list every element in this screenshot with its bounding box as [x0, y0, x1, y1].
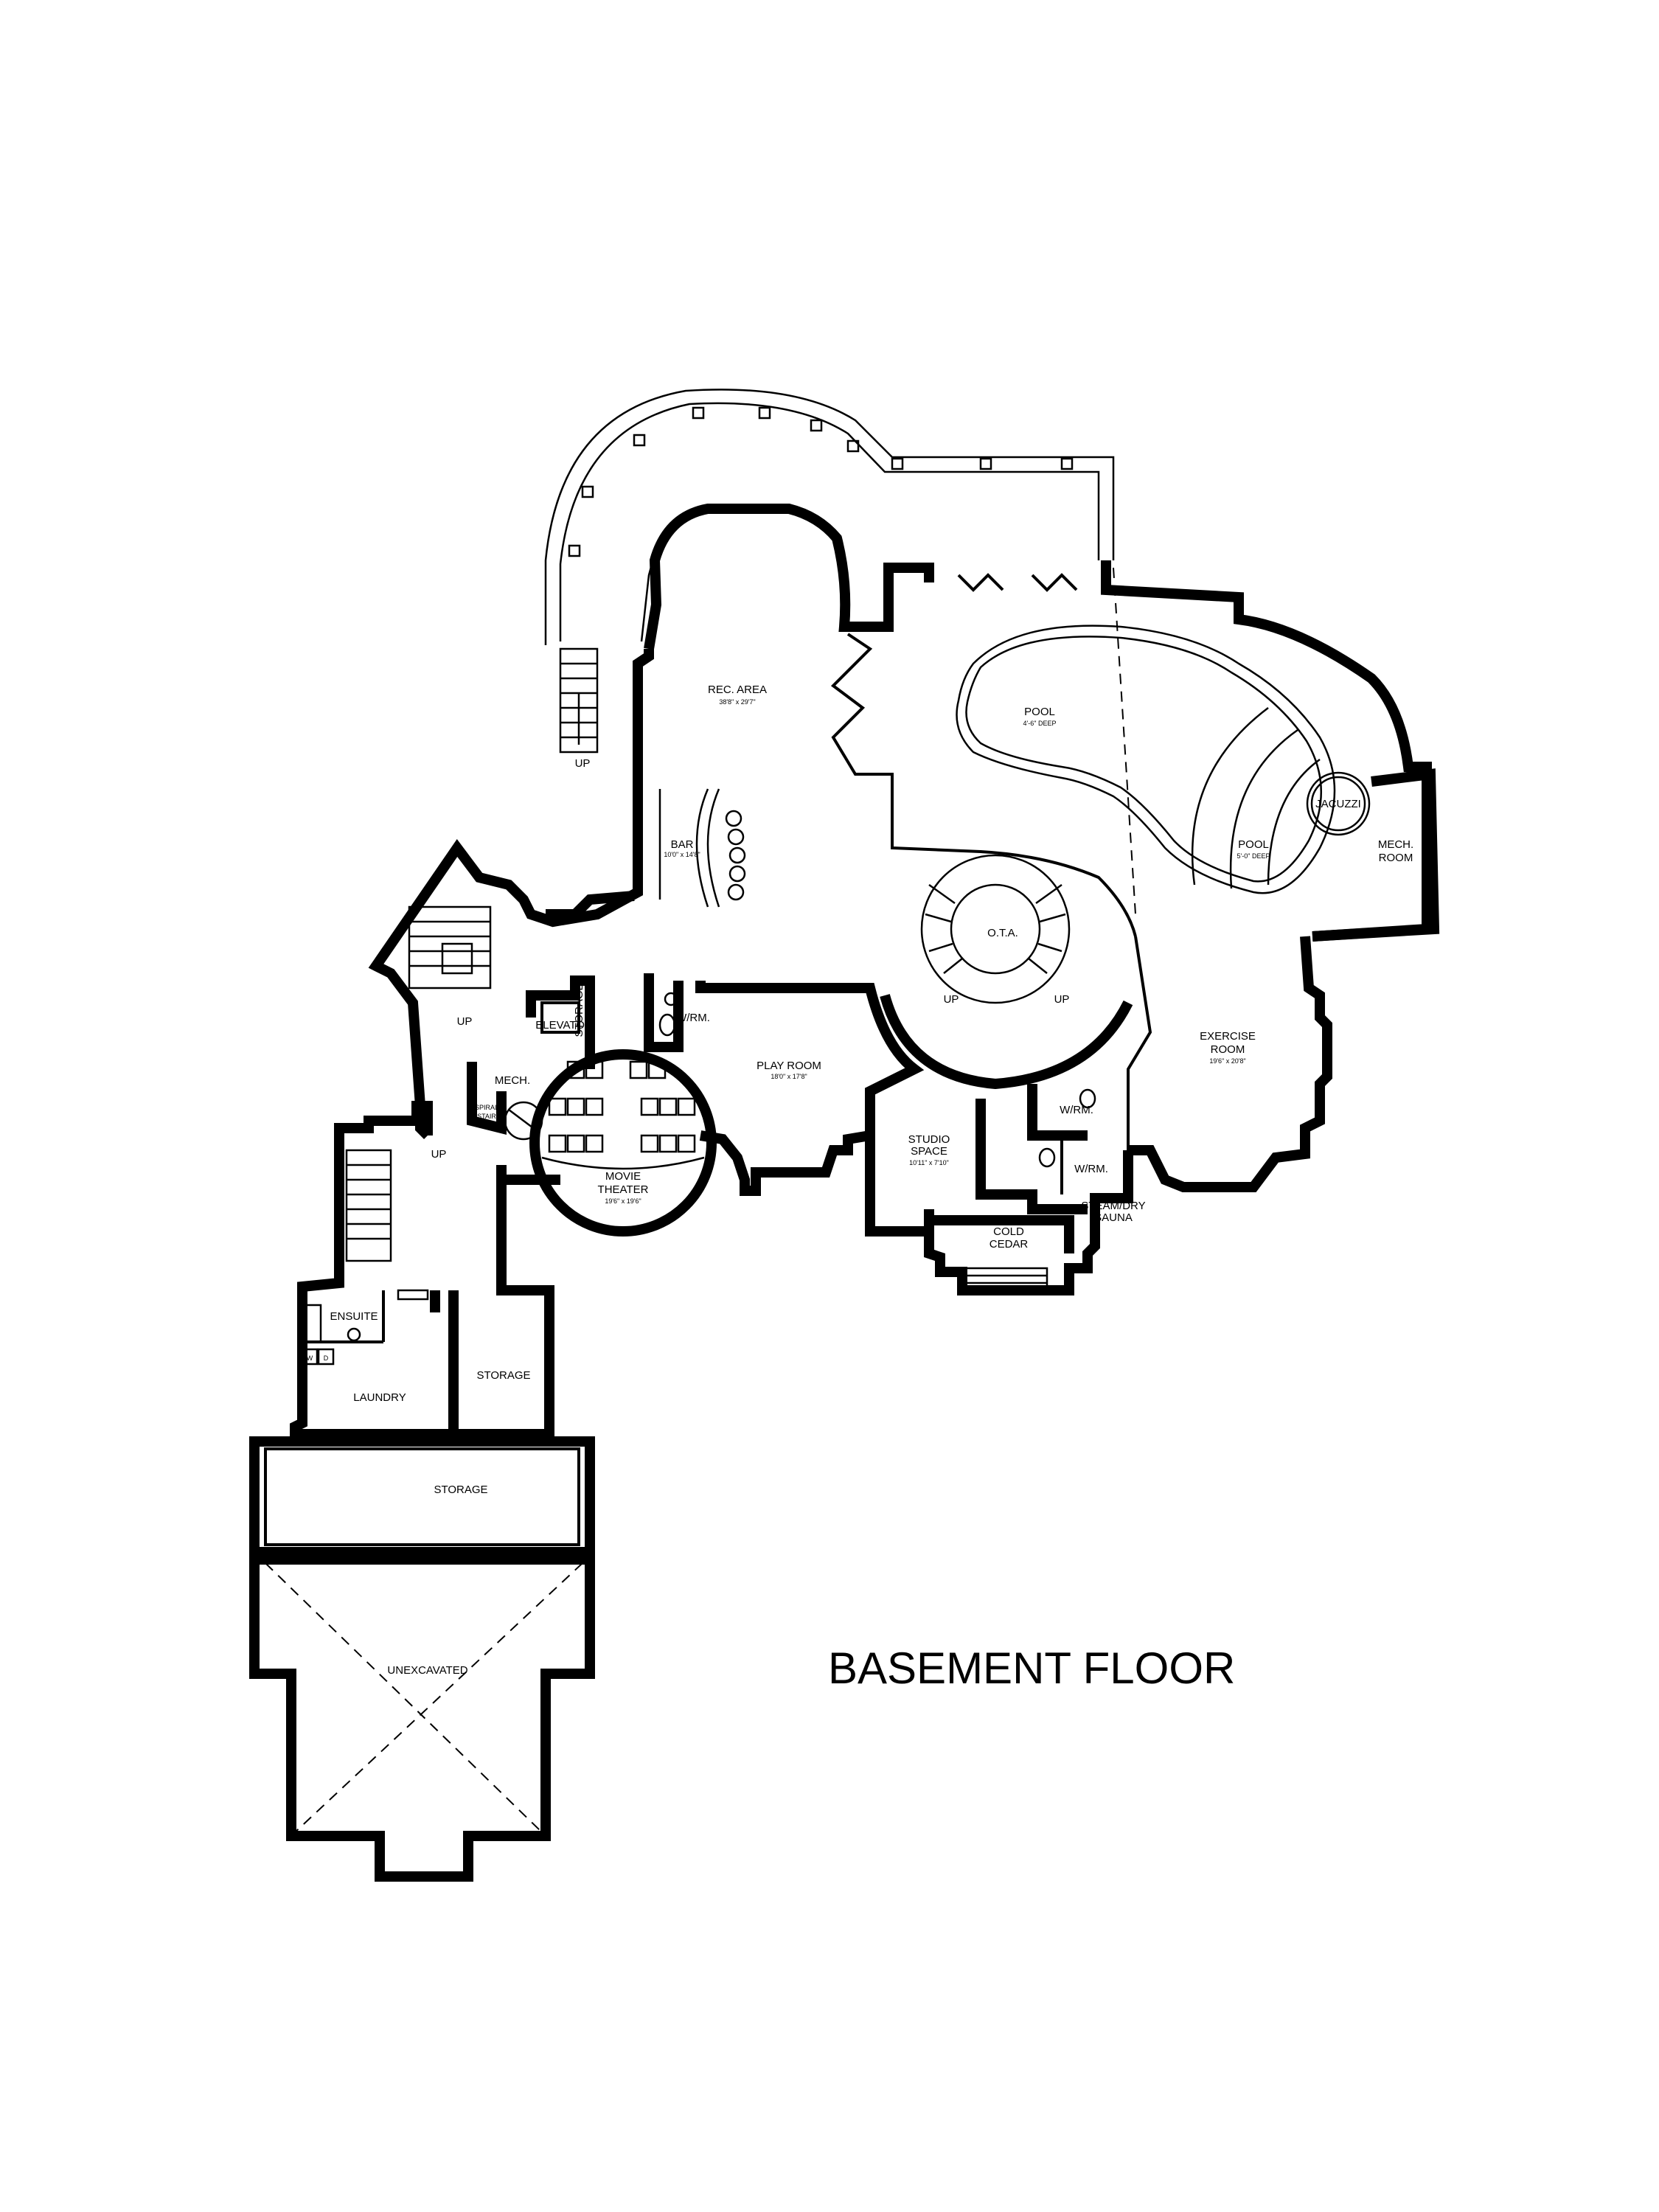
exercise-room-line2: ROOM [1211, 1043, 1245, 1056]
wrm-top-label: W/RM. [676, 1012, 710, 1024]
studio-space-line1: STUDIO [908, 1133, 950, 1146]
bar-label: BAR [671, 838, 694, 851]
stair-up-label: UP [575, 757, 591, 770]
storage-mid-label: STORAGE [476, 1369, 530, 1382]
exercise-room-line1: EXERCISE [1200, 1030, 1256, 1043]
terrace-outline [544, 389, 1115, 645]
mech-room-right-line1: MECH. [1378, 838, 1413, 851]
bar-dim: 10'0" x 14'8" [664, 851, 700, 858]
movie-theater-line2: THEATER [598, 1183, 649, 1196]
floor-plan-title: BASEMENT FLOOR [828, 1644, 1235, 1693]
west-stair-up: UP [457, 1015, 473, 1028]
pool-deep-depth: 5'-0" DEEP [1237, 852, 1270, 860]
storage-wide-label: STORAGE [434, 1484, 487, 1496]
south-service-rooms [924, 1084, 1096, 1292]
play-room-dim: 18'0" x 17'8" [771, 1073, 807, 1080]
play-room-label: PLAY ROOM [757, 1060, 821, 1072]
rec-area-label: REC. AREA [708, 684, 767, 696]
steam-sauna-line2: SAUNA [1094, 1211, 1133, 1224]
movie-theater [529, 1049, 717, 1237]
pool-shallow-label: POOL [1024, 706, 1055, 718]
pool-door-right [1031, 573, 1078, 592]
spiral-stair-line1: SPIRAL [475, 1104, 498, 1111]
ota-stair [880, 854, 1133, 1090]
dryer-label: D [324, 1354, 329, 1362]
mech-small-label: MECH. [495, 1074, 530, 1087]
play-room-walls [695, 981, 925, 1135]
cold-cedar-line1: COLD [993, 1225, 1024, 1238]
exterior-walls [368, 504, 1440, 1295]
ota-up-left: UP [944, 993, 959, 1006]
pool-deep-steps [1191, 707, 1321, 889]
wrm-a-label: W/RM. [1060, 1104, 1093, 1116]
studio-space-dim: 10'11" x 7'10" [909, 1159, 949, 1166]
west-stair-tower [408, 905, 492, 990]
bar-counter [658, 788, 746, 908]
exercise-room-partition [1127, 936, 1152, 1150]
movie-theater-line1: MOVIE [605, 1170, 641, 1183]
pool-dashed-line [1113, 567, 1136, 915]
lower-west-wing [290, 1101, 560, 1439]
unexcavated-block [249, 1554, 595, 1882]
storage-block [249, 1436, 595, 1557]
pool-shallow-depth: 4'-6" DEEP [1023, 720, 1057, 727]
ensuite-label: ENSUITE [330, 1310, 378, 1323]
cold-cedar-line2: CEDAR [990, 1238, 1029, 1251]
wrm-b-label: W/RM. [1074, 1163, 1108, 1175]
movie-theater-dim: 19'6" x 19'6" [605, 1197, 641, 1205]
jacuzzi-label: JACUZZI [1315, 798, 1361, 810]
exercise-room-dim: 19'6" x 20'8" [1209, 1057, 1245, 1065]
pool-shallow [956, 625, 1336, 894]
studio-space-line2: SPACE [911, 1145, 947, 1158]
washer-label: W [307, 1354, 313, 1362]
stair-top-left [559, 647, 599, 754]
service-core [467, 973, 684, 1141]
laundry-label: LAUNDRY [353, 1391, 406, 1404]
elevator-label: ELEVATOR [535, 1019, 593, 1032]
pool-deep-label: POOL [1238, 838, 1269, 851]
mech-room-right-line2: ROOM [1379, 852, 1413, 864]
rec-area-dim: 38'8" x 29'7" [719, 698, 755, 706]
unexcavated-label: UNEXCAVATED [387, 1664, 467, 1677]
pool-room-partition [830, 633, 1137, 937]
ota-up-right: UP [1054, 993, 1070, 1006]
storage-small-label: STORAGE [573, 983, 585, 1037]
steam-sauna-line1: STEAM/DRY [1081, 1200, 1145, 1212]
lower-up-label: UP [431, 1148, 447, 1161]
ota-label: O.T.A. [987, 927, 1018, 939]
jacuzzi [1306, 771, 1371, 836]
pool-door-left [957, 573, 1004, 592]
spiral-stair-line2: STAIR [477, 1113, 496, 1120]
